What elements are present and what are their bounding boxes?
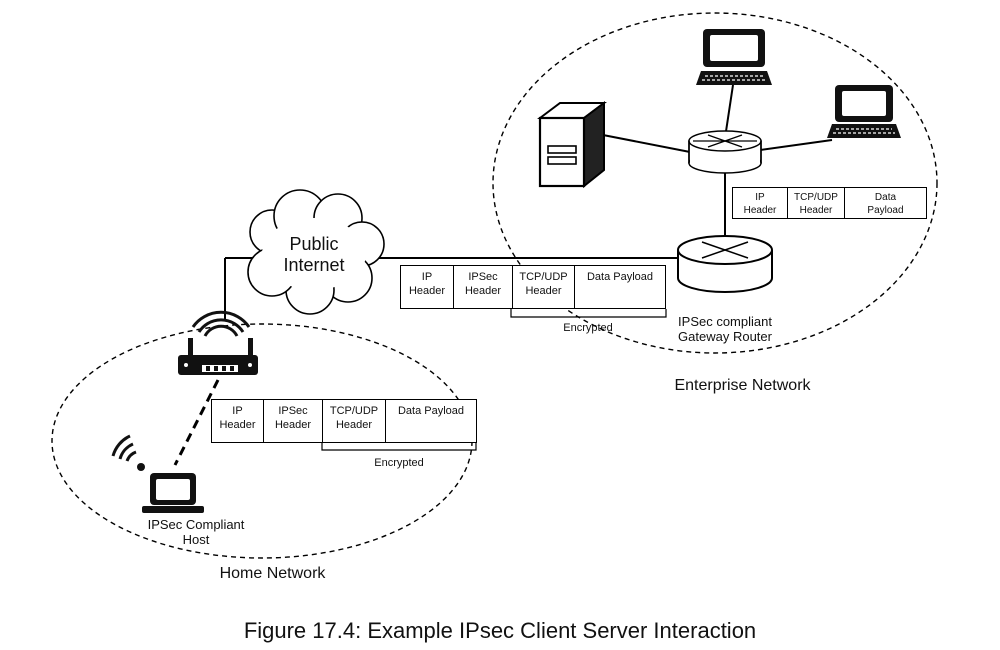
encrypted-label: Encrypted: [563, 322, 613, 334]
packet-field-ipsec-header: IPSec Header: [454, 266, 513, 308]
laptop-icon: [142, 473, 204, 513]
packet-field-ipsec-header: IPSec Header: [264, 400, 323, 442]
packet-field-data-payload: Data Payload: [867, 192, 904, 216]
packet-field-ip-header: IP Header: [733, 188, 788, 218]
host-label: IPSec Compliant Host: [147, 517, 245, 547]
enterprise-network-title: Enterprise Network: [674, 377, 811, 394]
home-network-title: Home Network: [219, 565, 326, 582]
enterprise-network-boundary: [492, 12, 938, 354]
desktop-computer-icon: [827, 85, 901, 138]
link-router-to-pc1: [724, 84, 734, 139]
link-router-to-server: [602, 134, 691, 153]
packet-field-tcp-udp-header: TCP/UDP Header: [513, 266, 575, 308]
figure-caption: Figure 17.4: Example IPsec Client Server…: [243, 618, 757, 643]
packet-field-ip-header: IP Header: [212, 400, 264, 442]
packet-field-tcp-udp-header: TCP/UDP Header: [788, 188, 845, 218]
internet-cloud-icon: [247, 189, 385, 315]
encrypted-bracket-enterprise: [510, 309, 667, 318]
packet-field-data-payload: Data Payload: [586, 271, 654, 283]
link-router-to-pc2: [759, 139, 833, 151]
cloud-label: Public Internet: [283, 234, 345, 275]
gateway-router-icon: [677, 235, 773, 293]
enterprise-outer-packet: IP Header IPSec Header TCP/UDP Header Da…: [400, 265, 666, 309]
gateway-router-label: IPSec compliant Gateway Router: [678, 314, 772, 344]
router-icon: [688, 130, 762, 174]
encrypted-label: Encrypted: [374, 457, 424, 469]
packet-field-tcp-udp-header: TCP/UDP Header: [323, 400, 386, 442]
enterprise-inner-packet: IP Header TCP/UDP Header Data Payload: [732, 187, 927, 219]
link-laptop-wireless: [173, 379, 220, 466]
packet-field-ip-header: IP Header: [401, 266, 454, 308]
packet-field-data-payload: Data Payload: [397, 405, 465, 417]
desktop-computer-icon: [696, 29, 772, 85]
wifi-router-icon: [178, 310, 258, 375]
wireless-signal-icon: [111, 434, 145, 471]
server-icon: [537, 101, 607, 189]
encrypted-bracket-home: [321, 442, 477, 451]
home-packet: IP Header IPSec Header TCP/UDP Header Da…: [211, 399, 477, 443]
